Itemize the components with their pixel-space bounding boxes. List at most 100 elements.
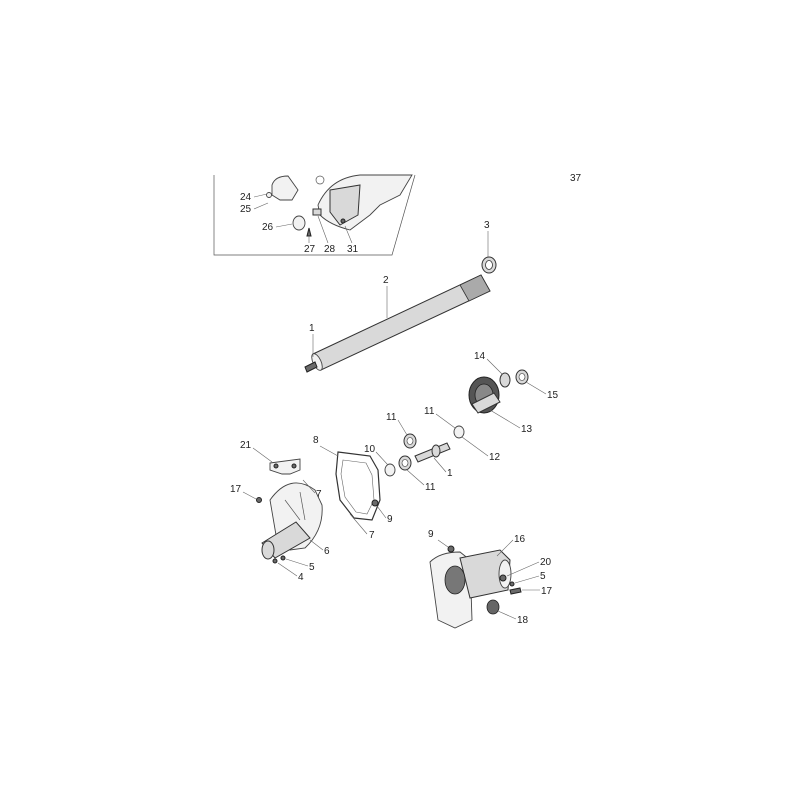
gasket [335,451,381,521]
housing-6-ribs [284,491,306,521]
callout-21: 21 [240,440,252,451]
shaft-spline-end [304,361,318,373]
plug-20 [499,574,507,582]
screw-17-left [256,497,262,503]
leader-31 [344,225,353,244]
drive-shaft [304,274,491,373]
screw-9a [371,499,379,507]
inset-block-28 [312,208,322,216]
housing-16-opening [498,559,512,589]
callout-10: 10 [364,444,376,455]
leader-21 [252,447,273,463]
inset-ring-26 [292,215,306,231]
callout-1b: 1 [447,468,453,479]
housing-6-opening [261,540,275,560]
callout-7b: 7 [369,530,375,541]
callout-17a: 17 [230,484,242,495]
bearing-14 [499,372,511,388]
leader-26 [275,223,293,228]
leader-5a [285,558,309,567]
callout-11b: 11 [424,406,435,417]
washer-5-right [509,581,515,587]
leader-4 [277,562,298,577]
pinion-gear [431,444,441,458]
screw-17-right [509,587,522,595]
inset-spring-ring [315,175,325,185]
leader-7a [302,479,316,494]
bracket-hole-a [273,463,279,469]
label-26: 26 [262,222,274,233]
gear-shaft [471,392,501,414]
leader-14 [486,358,503,375]
leader-5b [514,575,540,584]
leader-17a [242,491,257,500]
bearing-15-bore [518,373,526,381]
callouts: 1 2 3 14 15 13 11 11 12 10 11 1 8 21 7 1… [230,220,559,626]
gasket-inner [340,459,375,515]
leader-6 [309,539,324,551]
washer-5-left [280,555,286,561]
housing-16-bore [444,565,466,595]
pinion-group [384,425,465,477]
callout-12: 12 [489,452,501,463]
inset-clamp-block [329,184,361,226]
inset-detail [213,174,416,256]
callout-20: 20 [540,557,552,568]
bracket-hole-b [291,463,297,469]
callout-6: 6 [324,546,330,557]
right-housing [429,545,522,629]
left-housing [256,458,323,564]
callout-17b: 17 [541,586,553,597]
page-number: 37 [570,173,582,184]
leader-15 [525,381,547,395]
leader-11a [397,419,408,436]
callout-9b: 9 [428,529,434,540]
leader-13 [489,409,521,429]
inset-screw [340,218,346,224]
leader-28 [317,215,329,244]
label-27: 27 [304,244,316,255]
leader-16 [496,539,514,557]
leader-1b [433,457,447,473]
callout-2: 2 [383,275,389,286]
callout-16: 16 [514,534,526,545]
bearing-11a-bore [406,437,414,445]
leader-10 [375,451,389,466]
callout-9a: 9 [387,514,393,525]
screw-9b [447,545,455,553]
leader-8 [319,445,339,457]
callout-8: 8 [313,435,319,446]
callout-15: 15 [547,390,559,401]
label-25: 25 [240,204,252,215]
label-28: 28 [324,244,336,255]
callout-5b: 5 [540,571,546,582]
leader-11c [406,469,425,486]
nut-hole [485,260,493,270]
inset-clip-24 [271,175,299,201]
leader-20 [506,561,540,577]
leader-9a [376,505,387,519]
leader-25 [253,202,269,210]
leader-7b [349,513,368,535]
bearing-11b-bore [401,459,409,467]
callout-3: 3 [484,220,490,231]
label-24: 24 [240,192,252,203]
callout-18: 18 [517,615,529,626]
leader-18 [497,610,517,620]
callout-13: 13 [521,424,533,435]
plug-18 [486,599,500,615]
callout-14: 14 [474,351,486,362]
callout-1: 1 [309,323,315,334]
bracket-21 [269,458,301,475]
shaft-nut [481,256,497,274]
callout-11c: 11 [425,482,436,493]
leader-12 [461,436,489,457]
inset-key-27 [306,227,312,237]
screw-4 [272,558,278,564]
inset-pin-25 [266,192,272,198]
shaft-thread-end [459,274,491,302]
leader-11b [435,413,456,429]
callout-4: 4 [298,572,304,583]
